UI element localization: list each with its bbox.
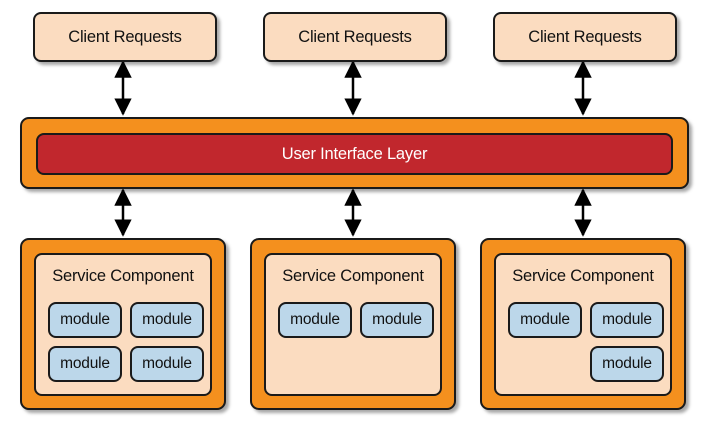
service-component-3: Service Component module module module — [494, 253, 672, 396]
module-box: module — [130, 346, 204, 382]
service-component-frame-1: Service Component module module module m… — [20, 238, 226, 410]
module-box: module — [48, 346, 122, 382]
module-box: module — [508, 302, 582, 338]
service-component-frame-3: Service Component module module module — [480, 238, 686, 410]
service-component-2: Service Component module module — [264, 253, 442, 396]
service-component-title: Service Component — [52, 267, 194, 285]
client-requests-box-1: Client Requests — [33, 12, 217, 62]
service-component-frame-2: Service Component module module — [250, 238, 456, 410]
service-component-title: Service Component — [282, 267, 424, 285]
module-box: module — [590, 302, 664, 338]
user-interface-layer-frame: User Interface Layer — [20, 117, 689, 189]
user-interface-layer: User Interface Layer — [36, 133, 673, 175]
service-component-1: Service Component module module module m… — [34, 253, 212, 396]
client-requests-box-3: Client Requests — [493, 12, 677, 62]
client-requests-label: Client Requests — [528, 27, 642, 46]
module-box: module — [278, 302, 352, 338]
client-requests-label: Client Requests — [68, 27, 182, 46]
user-interface-layer-label: User Interface Layer — [281, 144, 428, 163]
service-component-title: Service Component — [512, 267, 654, 285]
module-box: module — [590, 346, 664, 382]
client-requests-box-2: Client Requests — [263, 12, 447, 62]
client-requests-label: Client Requests — [298, 27, 412, 46]
module-box: module — [130, 302, 204, 338]
module-box: module — [360, 302, 434, 338]
module-box: module — [48, 302, 122, 338]
